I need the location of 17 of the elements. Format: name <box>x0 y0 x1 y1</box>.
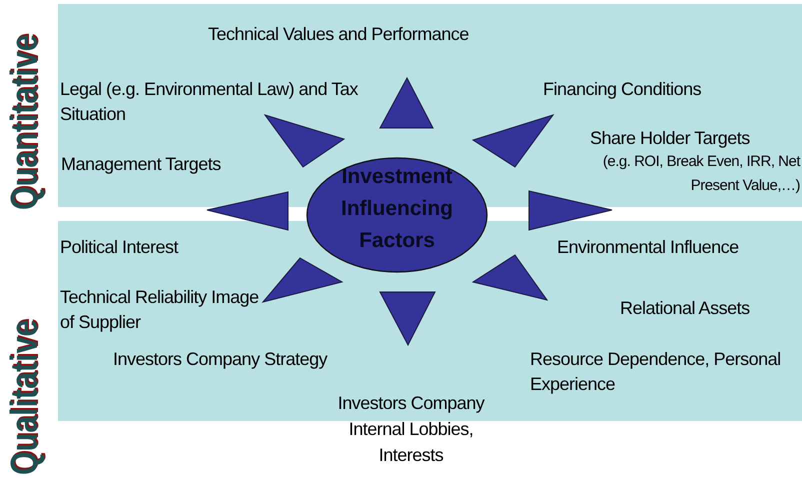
factor-text: Investors Company Internal Lobbies, Interests <box>336 392 486 467</box>
factor-text: Management Targets <box>61 153 221 176</box>
vertical-heading: Qualitative <box>4 320 47 475</box>
factor-text: Technical Reliability Image of Supplier <box>60 286 260 334</box>
factor-text: Relational Assets <box>620 297 750 320</box>
vertical-heading: Quantitative <box>4 34 47 210</box>
factor-text: Legal (e.g. Environmental Law) and Tax Situation <box>60 78 359 126</box>
center-ellipse <box>306 157 488 273</box>
factor-text: (e.g. ROI, Break Even, IRR, Net Present Value,…) <box>602 152 800 196</box>
factor-text: Investors Company Strategy <box>113 348 328 371</box>
factor-text: Financing Conditions <box>543 78 702 101</box>
factor-text: Resource Dependence, Personal Experience <box>530 348 782 396</box>
factor-text: Political Interest <box>60 236 178 259</box>
factor-text: Technical Values and Performance <box>208 23 469 46</box>
factor-text: Environmental Influence <box>557 236 739 259</box>
factor-text: Share Holder Targets <box>590 127 750 150</box>
center-title: Investment Influencing Factors <box>340 164 454 254</box>
